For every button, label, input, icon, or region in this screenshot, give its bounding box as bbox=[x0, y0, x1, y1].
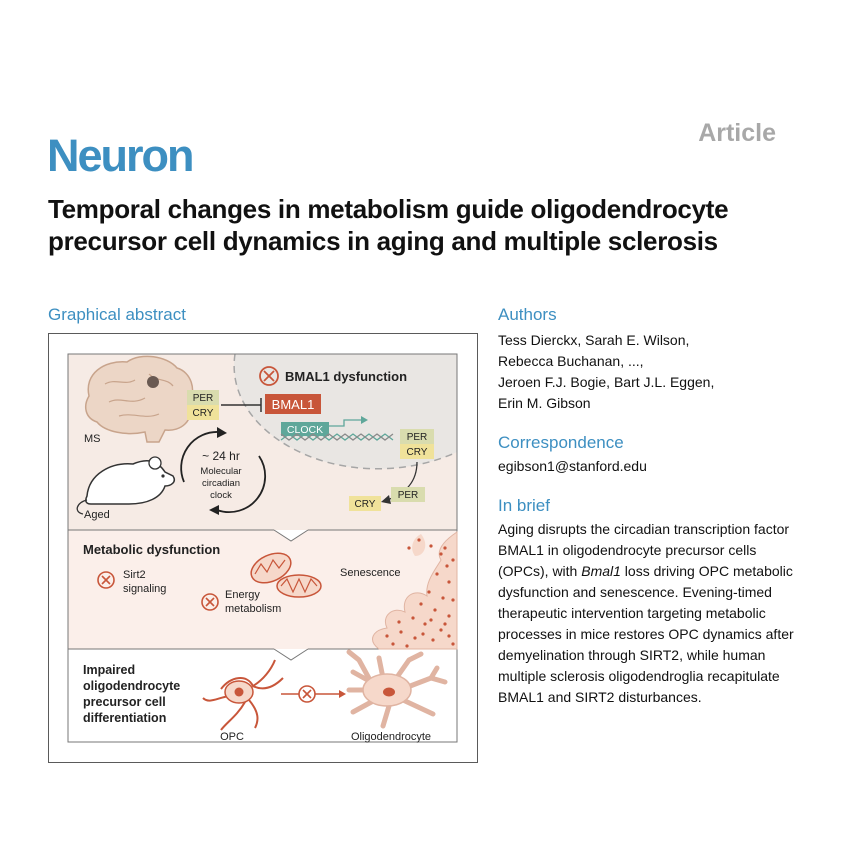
bmal1-box bbox=[265, 394, 321, 414]
senescence-dot bbox=[417, 538, 421, 542]
senescence-dot bbox=[411, 616, 415, 620]
nucleus-membrane bbox=[233, 353, 458, 470]
clock-line-3: circadian bbox=[202, 478, 240, 489]
correspondence-email[interactable]: egibson1@stanford.edu bbox=[498, 458, 647, 474]
authors-list: Tess Dierckx, Sarah E. Wilson, Rebecca B… bbox=[498, 330, 808, 414]
in-brief-text: Aging disrupts the circadian transcripti… bbox=[498, 519, 798, 708]
in-brief-heading: In brief bbox=[498, 496, 550, 515]
opc-cell-illustration bbox=[202, 659, 284, 731]
oligodendrocyte-illustration bbox=[346, 649, 448, 729]
differentiation-x-icon bbox=[298, 685, 316, 703]
authors-heading: Authors bbox=[498, 305, 557, 324]
senescence-dot bbox=[427, 590, 431, 594]
senescence-dot bbox=[447, 614, 451, 618]
senescence-dot bbox=[431, 638, 435, 642]
senescence-dot bbox=[429, 618, 433, 622]
energy-x-icon bbox=[201, 593, 219, 611]
correspondence-heading: Correspondence bbox=[498, 433, 624, 452]
panel3-title-1: Impaired bbox=[83, 663, 135, 677]
panel3-title-4: differentiation bbox=[83, 711, 166, 725]
mitochondria-illustration bbox=[250, 552, 322, 598]
senescence-dot bbox=[451, 598, 455, 602]
circadian-cycle bbox=[180, 427, 266, 515]
per-box-right bbox=[400, 429, 434, 444]
energy-label-1: Energy bbox=[225, 589, 260, 601]
clock-box bbox=[281, 422, 329, 436]
clock-line-4: clock bbox=[210, 490, 232, 501]
clock-line-1: ~ 24 hr bbox=[202, 449, 240, 463]
senescence-dot bbox=[429, 544, 433, 548]
panel2-bg bbox=[68, 530, 457, 649]
senescence-label: Senescence bbox=[340, 567, 401, 579]
senescence-dot bbox=[391, 642, 395, 646]
cry-box-right bbox=[400, 444, 434, 459]
senescence-dot bbox=[451, 642, 455, 646]
senescence-dot bbox=[397, 620, 401, 624]
dna-strand bbox=[280, 433, 394, 441]
senescence-dots bbox=[385, 538, 455, 648]
mouse-illustration bbox=[76, 456, 176, 515]
senescence-dot bbox=[433, 608, 437, 612]
metabolic-dysfunction-title: Metabolic dysfunction bbox=[83, 542, 220, 557]
panel3-title-3: precursor cell bbox=[83, 695, 166, 709]
senescence-dot bbox=[445, 564, 449, 568]
per-label-bottom: PER bbox=[398, 490, 419, 501]
cry-label-right: CRY bbox=[407, 447, 428, 458]
graphical-abstract-heading: Graphical abstract bbox=[48, 305, 186, 324]
clock-label: CLOCK bbox=[287, 424, 323, 436]
per-label: PER bbox=[193, 393, 214, 404]
sirt2-label-1: Sirt2 bbox=[123, 569, 146, 581]
sirt2-label-2: signaling bbox=[123, 583, 166, 595]
senescence-dot bbox=[419, 602, 423, 606]
graphical-abstract-figure: MS Aged PER CRY BMAL1 dysfunction BMAL1 … bbox=[67, 353, 458, 743]
journal-logo: Neuron bbox=[47, 130, 194, 181]
senescence-dot bbox=[407, 546, 411, 550]
cry-box-bottom bbox=[349, 496, 381, 511]
bmal1-dysfunction-label: BMAL1 dysfunction bbox=[285, 369, 407, 384]
senescence-dot bbox=[423, 622, 427, 626]
sirt2-x-icon bbox=[97, 571, 115, 589]
opc-label: OPC bbox=[220, 731, 244, 743]
senescence-dot bbox=[413, 636, 417, 640]
senescence-dot bbox=[405, 644, 409, 648]
per-box bbox=[187, 390, 219, 405]
x-circle-icon bbox=[259, 366, 279, 386]
in-brief-part-2: loss driving OPC metabolic dysfunction a… bbox=[498, 563, 794, 705]
per-box-bottom bbox=[391, 487, 425, 502]
ms-label: MS bbox=[84, 433, 101, 445]
author-line: Erin M. Gibson bbox=[498, 395, 591, 411]
cry-label-bottom: CRY bbox=[355, 499, 376, 510]
senescence-dot bbox=[441, 596, 445, 600]
author-line: Rebecca Buchanan, ..., bbox=[498, 353, 644, 369]
senescence-dot bbox=[385, 634, 389, 638]
per-label-right: PER bbox=[407, 432, 428, 443]
cry-box bbox=[187, 405, 219, 420]
senescence-dot bbox=[421, 632, 425, 636]
senescence-dot bbox=[443, 546, 447, 550]
clock-line-2: Molecular bbox=[200, 466, 241, 477]
senescence-dot bbox=[435, 572, 439, 576]
cry-label: CRY bbox=[193, 408, 214, 419]
senescence-dot bbox=[399, 630, 403, 634]
in-brief-gene-italic: Bmal1 bbox=[581, 563, 621, 579]
bmal1-label: BMAL1 bbox=[272, 397, 315, 412]
senescence-dot bbox=[451, 558, 455, 562]
article-title: Temporal changes in metabolism guide oli… bbox=[48, 194, 729, 256]
transcription-arrow bbox=[329, 419, 361, 427]
article-type-label: Article bbox=[698, 119, 776, 147]
aged-label: Aged bbox=[84, 509, 110, 521]
in-brief-part-1: Aging disrupts the circadian transcripti… bbox=[498, 521, 790, 579]
oligodendrocyte-label: Oligodendrocyte bbox=[351, 731, 431, 743]
senescence-dot bbox=[443, 622, 447, 626]
panel3-title-2: oligodendrocyte bbox=[83, 679, 180, 693]
senescent-cell-illustration bbox=[372, 531, 458, 650]
author-line: Jeroen F.J. Bogie, Bart J.L. Eggen, bbox=[498, 374, 715, 390]
author-line: Tess Dierckx, Sarah E. Wilson, bbox=[498, 332, 690, 348]
senescence-dot bbox=[447, 634, 451, 638]
energy-label-2: metabolism bbox=[225, 603, 281, 615]
senescence-dot bbox=[439, 552, 443, 556]
senescence-dot bbox=[447, 580, 451, 584]
senescence-dot bbox=[439, 628, 443, 632]
